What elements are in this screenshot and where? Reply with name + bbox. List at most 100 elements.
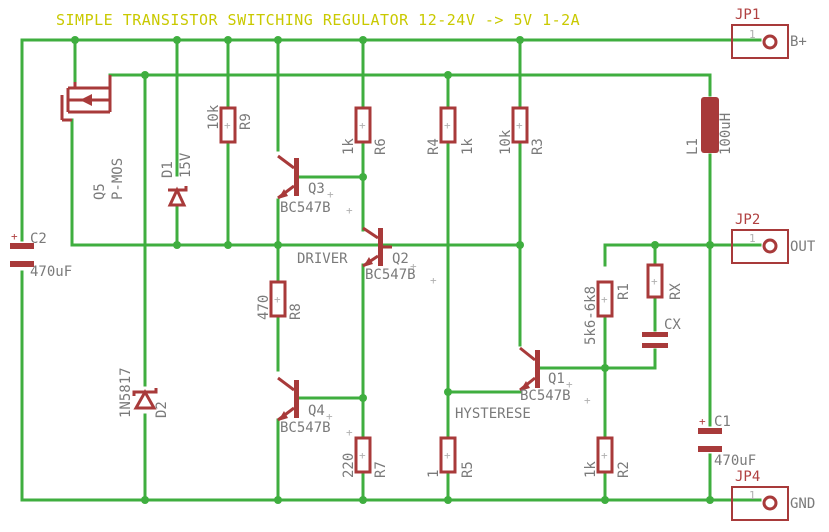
junction <box>444 71 452 79</box>
d1-zener-diode[interactable] <box>167 186 188 207</box>
svg-text:+: + <box>11 230 18 243</box>
junction <box>516 36 524 44</box>
q1-value: BC547B <box>520 388 571 404</box>
svg-text:+: + <box>274 293 281 306</box>
r1-ref: R1 <box>616 283 632 300</box>
r2-ref: R2 <box>616 461 632 478</box>
d2-value: 1N5817 <box>118 367 134 418</box>
svg-text:+: + <box>359 449 366 462</box>
r5-ref: R5 <box>460 461 476 478</box>
r7-ref: R7 <box>373 461 389 478</box>
q2-npn-transistor[interactable] <box>362 226 392 268</box>
q5-value: P-MOS <box>110 158 126 200</box>
schematic-title: SIMPLE TRANSISTOR SWITCHING REGULATOR 12… <box>56 11 580 29</box>
r8-resistor[interactable]: + <box>269 280 287 318</box>
jp1-pin: 1 <box>749 28 756 41</box>
q3-npn-transistor[interactable] <box>277 154 299 200</box>
r7-value: 220 <box>341 453 357 478</box>
junction <box>173 36 181 44</box>
r6-value: 1k <box>341 138 357 155</box>
junction <box>224 241 232 249</box>
q1-npn-transistor[interactable] <box>519 346 540 392</box>
l1-ref: L1 <box>685 138 701 155</box>
c2-ref: C2 <box>30 231 47 247</box>
r4-resistor[interactable]: + <box>439 106 457 144</box>
jp1-ref: JP1 <box>735 7 760 23</box>
hysterese-net-label: HYSTERESE <box>455 406 531 422</box>
q5-ref: Q5 <box>92 183 108 200</box>
q3-value: BC547B <box>280 200 331 216</box>
jp1-net: B+ <box>790 34 807 50</box>
junction <box>359 496 367 504</box>
junction <box>274 496 282 504</box>
q1-ref: Q1 <box>548 371 565 387</box>
r6-resistor[interactable]: + <box>354 106 372 144</box>
r3-resistor[interactable]: + <box>511 106 529 144</box>
junction <box>274 36 282 44</box>
svg-text:+: + <box>359 119 366 132</box>
wire-gnd-rail <box>20 270 762 502</box>
c2-capacitor[interactable]: + <box>10 230 34 267</box>
jp4-net: GND <box>790 496 815 512</box>
wires <box>20 38 762 502</box>
junction <box>444 388 452 396</box>
junction <box>359 394 367 402</box>
svg-text:+: + <box>516 119 523 132</box>
r2-resistor[interactable]: + <box>596 436 614 474</box>
junction <box>601 364 609 372</box>
svg-text:+: + <box>601 293 608 306</box>
junction <box>706 496 714 504</box>
r4-value: 1k <box>460 138 476 155</box>
junction <box>651 241 659 249</box>
r1-resistor[interactable]: + <box>596 280 614 318</box>
l1-inductor[interactable] <box>701 97 719 153</box>
connector-jp2[interactable]: JP2 1 OUT <box>731 212 816 264</box>
rx-ref: RX <box>668 283 684 300</box>
origin-markers: + + + + + + + + <box>326 188 591 439</box>
connector-jp4[interactable]: JP4 1 GND <box>731 469 815 521</box>
connector-jp1[interactable]: JP1 1 B+ <box>731 7 807 59</box>
rx-resistor[interactable]: + <box>646 263 664 299</box>
r6-ref: R6 <box>373 138 389 155</box>
d2-schottky-diode[interactable] <box>132 388 158 410</box>
junction <box>359 173 367 181</box>
q4-npn-transistor[interactable] <box>277 376 299 422</box>
jp4-pin: 1 <box>749 489 756 502</box>
r8-ref: R8 <box>288 303 304 320</box>
wire-switch-node <box>108 73 712 97</box>
junction <box>516 241 524 249</box>
svg-text:+: + <box>326 410 333 423</box>
d1-value: 15V <box>178 152 194 178</box>
r4-ref: R4 <box>426 138 442 155</box>
svg-text:+: + <box>566 378 573 391</box>
junction <box>224 36 232 44</box>
r3-ref: R3 <box>530 138 546 155</box>
junction <box>173 241 181 249</box>
l1-value: 100uH <box>718 113 734 155</box>
r9-resistor[interactable]: + <box>219 106 237 144</box>
c1-capacitor[interactable]: + <box>698 415 722 452</box>
r9-value: 10k <box>206 104 222 130</box>
jp2-net: OUT <box>790 239 816 255</box>
r5-resistor[interactable]: + <box>439 436 457 474</box>
junction <box>141 496 149 504</box>
r7-resistor[interactable]: + <box>354 436 372 474</box>
r3-value: 10k <box>498 129 514 155</box>
cx-ref: CX <box>664 317 681 333</box>
svg-text:+: + <box>430 274 437 287</box>
r8-value: 470 <box>256 295 272 320</box>
junction <box>706 241 714 249</box>
q5-pmos-transistor[interactable] <box>60 75 112 122</box>
q4-value: BC547B <box>280 420 331 436</box>
svg-text:+: + <box>327 188 334 201</box>
junction <box>444 496 452 504</box>
svg-text:+: + <box>651 275 658 288</box>
svg-text:+: + <box>601 449 608 462</box>
r9-ref: R9 <box>238 113 254 130</box>
jp2-pin: 1 <box>749 232 756 245</box>
cx-capacitor[interactable] <box>642 332 668 348</box>
svg-text:+: + <box>444 449 451 462</box>
svg-text:+: + <box>584 394 591 407</box>
jp2-ref: JP2 <box>735 212 760 228</box>
